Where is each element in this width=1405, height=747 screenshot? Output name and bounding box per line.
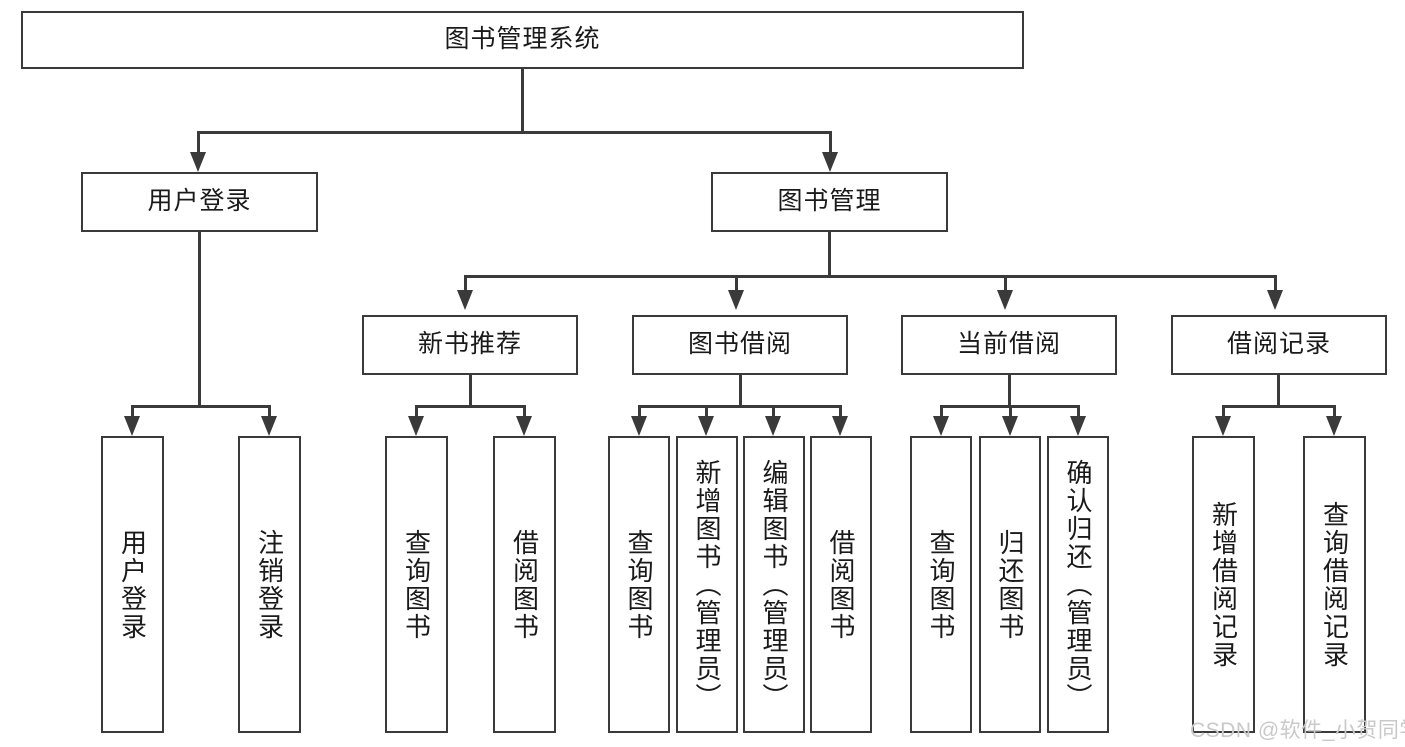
- node-root-label: 图书管理系统: [444, 25, 601, 54]
- arrow-bb-to-leaf-2: [698, 416, 714, 436]
- edge-bb-to-leaf-2: [705, 405, 708, 425]
- arrow-bb-to-leaf-1: [631, 416, 647, 436]
- edge-new-book-to-leaf-1: [415, 405, 418, 425]
- edge-user-login-to-leaf-1: [131, 405, 134, 425]
- leaf-book-borrow-1[interactable]: 查询图书: [608, 436, 670, 733]
- edge-user-login-bus: [131, 405, 271, 408]
- edge-bm-to-current-borrow: [1004, 275, 1007, 297]
- edge-borrow-record-stem: [1277, 375, 1280, 406]
- node-user-login-label: 用户登录: [147, 187, 252, 216]
- leaf-current-borrow-3[interactable]: 确认归还（管理员）: [1047, 436, 1109, 733]
- arrow-cb-to-leaf-3: [1070, 416, 1086, 436]
- arrow-cb-to-leaf-2: [1002, 416, 1018, 436]
- edge-user-login-stem: [198, 232, 201, 406]
- leaf-book-borrow-1-label: 查询图书: [624, 528, 654, 641]
- leaf-user-login-2[interactable]: 注销登录: [238, 436, 301, 733]
- arrow-bm-to-borrow-record: [1267, 290, 1283, 310]
- leaf-book-borrow-4[interactable]: 借阅图书: [810, 436, 872, 733]
- edge-root-bus: [197, 131, 832, 134]
- edge-bm-to-book-borrow: [735, 275, 738, 297]
- node-root-book-management-system[interactable]: 图书管理系统: [21, 11, 1024, 69]
- edge-bm-to-new-book: [464, 275, 467, 297]
- leaf-book-borrow-2[interactable]: 新增图书（管理员）: [676, 436, 738, 733]
- edge-bb-to-leaf-1: [638, 405, 641, 425]
- leaf-borrow-record-2[interactable]: 查询借阅记录: [1303, 436, 1366, 733]
- node-current-borrow[interactable]: 当前借阅: [901, 315, 1117, 375]
- edge-borrow-record-bus: [1222, 405, 1336, 408]
- arrow-user-login-to-leaf-2: [261, 416, 277, 436]
- node-book-borrow-label: 图书借阅: [687, 330, 792, 359]
- edge-bb-to-leaf-3: [772, 405, 775, 425]
- edge-user-login-to-leaf-2: [268, 405, 271, 425]
- edge-root-stem: [521, 69, 524, 132]
- arrow-root-to-user-login: [190, 152, 206, 172]
- edge-book-management-bus: [464, 275, 1277, 278]
- node-user-login[interactable]: 用户登录: [81, 172, 318, 232]
- leaf-new-book-2-label: 借阅图书: [509, 528, 540, 641]
- leaf-book-borrow-3[interactable]: 编辑图书（管理员）: [743, 436, 805, 733]
- edge-new-book-to-leaf-2: [523, 405, 526, 425]
- leaf-current-borrow-3-label: 确认归还（管理员）: [1063, 458, 1093, 711]
- node-book-borrow[interactable]: 图书借阅: [632, 315, 848, 375]
- node-borrow-record-label: 借阅记录: [1226, 330, 1331, 359]
- leaf-new-book-2[interactable]: 借阅图书: [493, 436, 556, 733]
- leaf-user-login-1[interactable]: 用户登录: [101, 436, 164, 733]
- edge-new-book-stem: [469, 375, 472, 406]
- leaf-user-login-2-label: 注销登录: [254, 528, 285, 641]
- node-new-book-recommend-label: 新书推荐: [417, 330, 522, 359]
- arrow-bb-to-leaf-4: [832, 416, 848, 436]
- arrow-cb-to-leaf-1: [933, 416, 949, 436]
- leaf-book-borrow-3-label: 编辑图书（管理员）: [759, 458, 789, 711]
- arrow-bm-to-current-borrow: [997, 290, 1013, 310]
- edge-cb-to-leaf-1: [940, 405, 943, 425]
- edge-cb-to-leaf-3: [1077, 405, 1080, 425]
- leaf-borrow-record-1[interactable]: 新增借阅记录: [1192, 436, 1255, 733]
- edge-new-book-bus: [415, 405, 526, 408]
- leaf-current-borrow-2-label: 归还图书: [995, 528, 1025, 641]
- arrow-br-to-leaf-1: [1215, 416, 1231, 436]
- leaf-current-borrow-1[interactable]: 查询图书: [910, 436, 972, 733]
- leaf-user-login-1-label: 用户登录: [117, 528, 148, 641]
- arrow-user-login-to-leaf-1: [124, 416, 140, 436]
- node-new-book-recommend[interactable]: 新书推荐: [362, 315, 578, 375]
- edge-br-to-leaf-1: [1222, 405, 1225, 425]
- edge-br-to-leaf-2: [1333, 405, 1336, 425]
- node-current-borrow-label: 当前借阅: [956, 330, 1061, 359]
- leaf-current-borrow-2[interactable]: 归还图书: [979, 436, 1041, 733]
- node-book-management[interactable]: 图书管理: [711, 172, 948, 232]
- leaf-borrow-record-2-label: 查询借阅记录: [1319, 500, 1350, 669]
- edge-cb-to-leaf-2: [1009, 405, 1012, 425]
- arrow-bb-to-leaf-3: [765, 416, 781, 436]
- edge-root-to-user-login: [197, 131, 200, 156]
- csdn-watermark: CSDN @软件_小贺同学: [1190, 719, 1405, 742]
- arrow-new-book-to-leaf-1: [408, 416, 424, 436]
- edge-bb-to-leaf-4: [839, 405, 842, 425]
- arrow-bm-to-new-book: [457, 290, 473, 310]
- node-borrow-record[interactable]: 借阅记录: [1171, 315, 1387, 375]
- leaf-book-borrow-2-label: 新增图书（管理员）: [692, 458, 722, 711]
- leaf-new-book-1-label: 查询图书: [401, 528, 432, 641]
- arrow-new-book-to-leaf-2: [516, 416, 532, 436]
- leaf-new-book-1[interactable]: 查询图书: [385, 436, 448, 733]
- edge-book-borrow-bus: [638, 405, 842, 408]
- arrow-br-to-leaf-2: [1326, 416, 1342, 436]
- leaf-current-borrow-1-label: 查询图书: [926, 528, 956, 641]
- leaf-book-borrow-4-label: 借阅图书: [826, 528, 856, 641]
- arrow-bm-to-book-borrow: [728, 290, 744, 310]
- leaf-borrow-record-1-label: 新增借阅记录: [1208, 500, 1239, 669]
- edge-book-management-stem: [828, 232, 831, 276]
- node-book-management-label: 图书管理: [777, 187, 882, 216]
- edge-book-borrow-stem: [739, 375, 742, 406]
- edge-bm-to-borrow-record: [1274, 275, 1277, 297]
- edge-current-borrow-stem: [1008, 375, 1011, 406]
- arrow-root-to-book-management: [822, 152, 838, 172]
- edge-root-to-book-management: [829, 131, 832, 156]
